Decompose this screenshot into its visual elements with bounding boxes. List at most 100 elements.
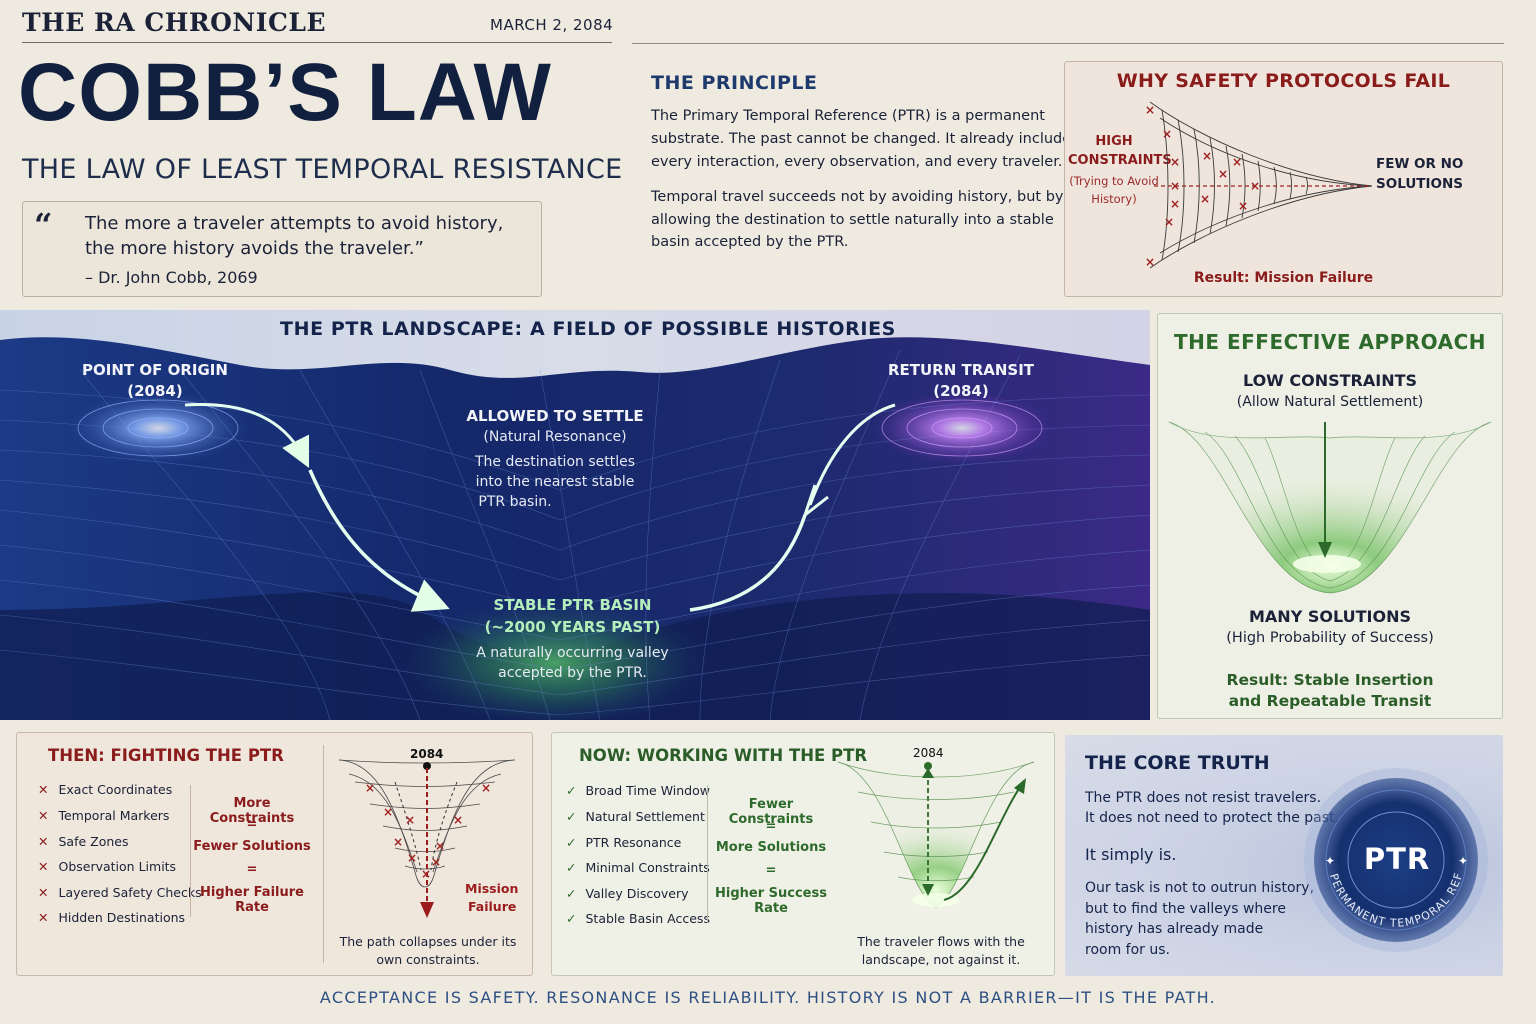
- check-icon: ✓: [566, 809, 577, 824]
- ptr-emblem: PERMANENT TEMPORAL REFERENCE ✦ ✦: [1290, 765, 1488, 952]
- now-title: NOW: WORKING WITH THE PTR: [579, 746, 868, 765]
- x-icon: ✕: [38, 859, 49, 874]
- masthead-date: MARCH 2, 2084: [490, 16, 614, 34]
- core-text: room for us.: [1085, 942, 1170, 958]
- now-list-item: ✓Broad Time Window: [566, 783, 710, 798]
- funnel-diagram: × × × × × × × × × × × × ×: [1145, 101, 1373, 269]
- constraint-mark: ×: [1162, 127, 1172, 141]
- high-constraints-label: HIGH CONSTRAINTS: [1068, 132, 1172, 170]
- subheadline: THE LAW OF LEAST TEMPORAL RESISTANCE: [22, 154, 623, 185]
- constraint-mark: ×: [365, 781, 375, 795]
- caption-line: landscape, not against it.: [861, 952, 1021, 967]
- constraint-mark: ×: [1238, 199, 1248, 213]
- then-title: THEN: FIGHTING THE PTR: [48, 746, 284, 765]
- then-equation: Higher Failure Rate: [200, 885, 304, 915]
- then-item-label: Safe Zones: [58, 834, 129, 849]
- principle-text: substrate. The past cannot be changed. I…: [651, 131, 1079, 147]
- then-list-item: ✕ Temporal Markers: [38, 808, 169, 823]
- few-label: SOLUTIONS: [1376, 176, 1464, 192]
- constraint-mark: ×: [407, 851, 417, 865]
- x-icon: ✕: [38, 782, 49, 797]
- why-fail-title: WHY SAFETY PROTOCOLS FAIL: [1116, 70, 1451, 92]
- quote-box: [22, 201, 542, 297]
- divider: [190, 785, 191, 917]
- quote-line: the more history avoids the traveler.”: [85, 238, 424, 259]
- many-solutions-label: MANY SOLUTIONS: [1249, 607, 1411, 626]
- constraint-mark: ×: [481, 781, 491, 795]
- low-constraints-sub: (Allow Natural Settlement): [1236, 394, 1424, 410]
- basin-years: (~2000 YEARS PAST): [484, 618, 661, 636]
- now-equation: Fewer Constraints: [728, 797, 814, 827]
- x-icon: ✕: [38, 910, 49, 925]
- then-list-item: ✕Safe Zones: [38, 834, 128, 849]
- basin-desc: accepted by the PTR.: [498, 665, 647, 681]
- caption-line: own constraints.: [376, 952, 480, 967]
- effective-result: Result: Stable Insertion: [1226, 671, 1434, 689]
- flow-diagram: 2084: [837, 746, 1035, 908]
- masthead-rule: [22, 42, 612, 43]
- check-icon: ✓: [566, 783, 577, 798]
- now-caption: The traveler flows with the landscape, n…: [838, 933, 1044, 969]
- now-list-item: ✓Stable Basin Access: [566, 911, 710, 926]
- now-equation: Higher Success Rate: [715, 886, 827, 916]
- now-list-item: ✓Minimal Constraints: [566, 860, 710, 875]
- quote-line: The more a traveler attempts to avoid hi…: [85, 213, 504, 234]
- x-icon: ✕: [38, 808, 49, 823]
- then-caption: The path collapses under its own constra…: [325, 933, 531, 969]
- constraint-mark: ×: [435, 839, 445, 853]
- why-fail-panel: [1064, 61, 1503, 297]
- settle-label: ALLOWED TO SETTLE: [466, 407, 644, 425]
- then-item-label: Temporal Markers: [58, 808, 170, 823]
- now-item-label: Valley Discovery: [585, 886, 689, 901]
- collapse-diagram: 2084 × × × × × × × × × × Mission Failure: [338, 747, 518, 918]
- x-icon: ✕: [38, 885, 49, 900]
- then-list-item: ✕Observation Limits: [38, 859, 176, 874]
- constraint-mark: ×: [1200, 192, 1210, 206]
- then-list-item: ✕ Exact Coordinates: [38, 782, 172, 797]
- star-icon: ✦: [1325, 854, 1335, 868]
- return-year: (2084): [933, 382, 989, 400]
- core-text: but to find the valleys where: [1085, 901, 1286, 917]
- constraint-mark: ×: [1232, 155, 1242, 169]
- year-label: 2084: [410, 747, 443, 761]
- effective-title: THE EFFECTIVE APPROACH: [1173, 330, 1487, 354]
- ptr-landscape: [0, 310, 1150, 720]
- why-fail-result: Result: Mission Failure: [1193, 270, 1374, 286]
- principle-title: THE PRINCIPLE: [651, 72, 818, 94]
- principle-text: basin accepted by the PTR.: [651, 234, 849, 250]
- ptr-label: PTR: [1363, 842, 1431, 876]
- divider: [707, 785, 708, 923]
- constraint-mark: ×: [431, 855, 441, 869]
- constraint-mark: ×: [1170, 179, 1180, 193]
- principle-text: The Primary Temporal Reference (PTR) is …: [651, 108, 1045, 124]
- constraint-mark: ×: [1170, 155, 1180, 169]
- principle-text: Temporal travel succeeds not by avoiding…: [651, 189, 1064, 205]
- constraint-mark: ×: [393, 835, 403, 849]
- core-text: The PTR does not resist travelers.: [1085, 790, 1322, 806]
- then-item-label: Exact Coordinates: [58, 782, 173, 797]
- now-list-item: ✓PTR Resonance: [566, 835, 681, 850]
- settle-desc: into the nearest stable: [475, 474, 635, 490]
- few-solutions-label: FEW OR NO SOLUTIONS: [1376, 154, 1476, 194]
- many-solutions-sub: (High Probability of Success): [1226, 630, 1434, 646]
- check-icon: ✓: [566, 886, 577, 901]
- constraint-mark: ×: [453, 813, 463, 827]
- low-constraints-label: LOW CONSTRAINTS: [1242, 371, 1418, 390]
- now-item-label: Stable Basin Access: [585, 911, 710, 926]
- quote-mark: “: [34, 206, 53, 244]
- now-item-label: Minimal Constraints: [585, 860, 710, 875]
- constraint-mark: ×: [1170, 197, 1180, 211]
- then-item-label: Hidden Destinations: [58, 910, 186, 925]
- headline: COBB’S LAW: [18, 47, 552, 138]
- high-constraints-sub: (Trying to Avoid History): [1068, 172, 1160, 208]
- caption-line: The path collapses under its: [339, 934, 517, 949]
- then-list-item: ✕Layered Safety Checks: [38, 885, 202, 900]
- origin-year: (2084): [127, 382, 183, 400]
- now-equals: =: [765, 863, 777, 878]
- landscape-title: THE PTR LANDSCAPE: A FIELD OF POSSIBLE H…: [280, 318, 896, 340]
- constraint-mark: ×: [1218, 167, 1228, 181]
- mission-failure-label: Mission: [465, 881, 518, 896]
- now-panel: [551, 732, 1055, 976]
- check-icon: ✓: [566, 835, 577, 850]
- basin-label: STABLE PTR BASIN: [493, 596, 652, 614]
